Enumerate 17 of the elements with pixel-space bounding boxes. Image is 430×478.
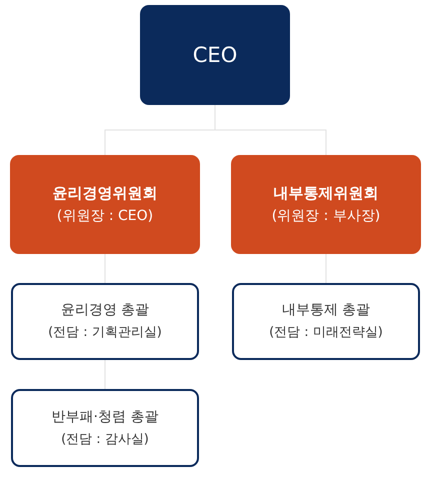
node-title: 윤리경영 총괄	[60, 301, 150, 320]
node-subtitle: (위원장 : CEO)	[56, 207, 154, 226]
node-title: 윤리경영위원회	[52, 182, 158, 204]
department-box	[11, 283, 199, 360]
node-title: 반부패·청렴 총괄	[52, 408, 158, 427]
committee-box	[231, 155, 421, 254]
node-subtitle: (전담 : 기획관리실)	[48, 324, 162, 342]
ceo-box	[140, 5, 290, 105]
node-subtitle: (위원장 : 부사장)	[272, 207, 380, 226]
node-title: 내부통제 총괄	[282, 301, 370, 320]
department-box	[11, 389, 199, 467]
node-title: 내부통제위원회	[274, 182, 378, 204]
node-subtitle: (전담 : 감사실)	[61, 430, 149, 449]
node-subtitle: (전담 : 미래전략실)	[269, 324, 383, 342]
committee-box	[10, 155, 200, 254]
department-box	[232, 283, 420, 360]
node-title: CEO	[192, 42, 238, 69]
